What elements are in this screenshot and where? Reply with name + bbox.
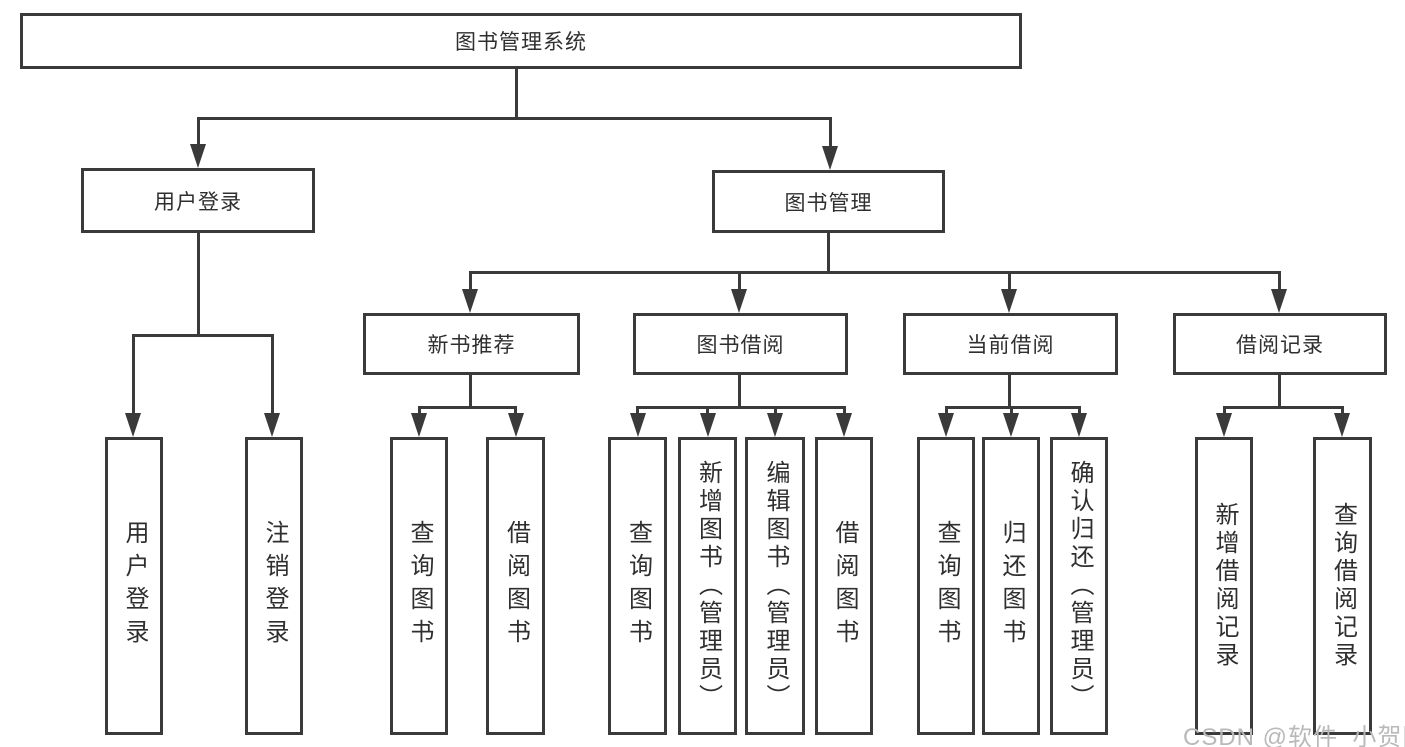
leaf-label: 借阅图书 (831, 520, 858, 652)
leaf-label: 用户登录 (121, 520, 148, 652)
arrow-down-icon (836, 413, 852, 437)
arrow-down-icon (411, 413, 427, 437)
arrow-down-icon (1271, 289, 1287, 313)
arrow-down-icon (264, 413, 280, 437)
node-new-book-recommend: 新书推荐 (363, 313, 580, 375)
arrow-down-icon (767, 413, 783, 437)
connector-leaf-stem (945, 406, 948, 415)
arrow-down-icon (125, 413, 141, 437)
leaf-query-books-borrow: 查询图书 (608, 437, 667, 735)
node-library-management-system: 图书管理系统 (20, 13, 1022, 69)
leaf-borrow-books-recommend: 借阅图书 (486, 437, 545, 735)
connector-leaf-stem (514, 406, 517, 415)
leaf-add-borrow-record: 新增借阅记录 (1195, 437, 1253, 735)
leaf-query-borrow-record: 查询借阅记录 (1313, 437, 1372, 735)
connector-book-mgmt-stem (829, 117, 832, 149)
connector-group-down (1008, 375, 1011, 406)
connector-leaf-stem (706, 406, 709, 415)
connector-leaf-stem (1341, 406, 1344, 415)
node-current-borrow: 当前借阅 (903, 313, 1118, 375)
connector-group-rail (1224, 406, 1343, 409)
node-label: 用户登录 (154, 190, 242, 214)
leaf-user-login: 用户登录 (105, 437, 163, 735)
node-label: 新书推荐 (427, 334, 516, 357)
node-label: 图书管理 (784, 191, 873, 215)
connector-group-down (738, 375, 741, 406)
connector-user-login-down (197, 233, 200, 334)
connector-root-stem (515, 69, 518, 117)
connector-group-down (1278, 375, 1281, 406)
arrow-down-icon (508, 413, 524, 437)
arrow-down-icon (938, 413, 954, 437)
connector-level3-rail (470, 271, 1281, 274)
connector-book-mgmt-down (827, 233, 830, 271)
connector-leaf-stem (132, 334, 135, 414)
arrow-down-icon (1334, 413, 1350, 437)
node-book-borrow: 图书借阅 (633, 313, 848, 375)
node-label: 借阅记录 (1236, 334, 1324, 357)
leaf-label: 编辑图书（管理员） (762, 460, 789, 712)
node-label: 当前借阅 (966, 334, 1055, 357)
leaf-label: 查询图书 (406, 520, 433, 652)
connector-leaf-stem (636, 406, 639, 415)
connector-group-down (469, 375, 472, 406)
connector-user-login-rail (133, 334, 274, 337)
connector-l3-stem (469, 271, 472, 289)
leaf-confirm-return-admin: 确认归还（管理员） (1050, 437, 1108, 735)
connector-leaf-stem (271, 334, 274, 414)
connector-leaf-stem (774, 406, 777, 415)
leaf-logout-login: 注销登录 (245, 437, 303, 735)
node-label: 图书借阅 (696, 334, 785, 357)
arrow-down-icon (700, 413, 716, 437)
leaf-label: 查询图书 (933, 520, 960, 652)
node-label: 图书管理系统 (455, 31, 587, 54)
connector-l3-stem (1278, 271, 1281, 289)
arrow-down-icon (1001, 289, 1017, 313)
connector-l3-stem (738, 271, 741, 289)
leaf-return-books: 归还图书 (982, 437, 1040, 735)
leaf-edit-books-admin: 编辑图书（管理员） (745, 437, 805, 735)
connector-group-rail (419, 406, 516, 409)
connector-leaf-stem (418, 406, 421, 415)
connector-l3-stem (1008, 271, 1011, 289)
arrow-down-icon (1071, 413, 1087, 437)
leaf-label: 查询图书 (624, 520, 652, 652)
connector-user-login-stem (197, 117, 200, 149)
arrow-down-icon (822, 146, 838, 170)
leaf-add-books-admin: 新增图书（管理员） (678, 437, 737, 735)
leaf-label: 查询借阅记录 (1329, 502, 1357, 670)
node-borrow-records: 借阅记录 (1173, 313, 1387, 375)
leaf-label: 注销登录 (261, 520, 288, 652)
leaf-label: 借阅图书 (502, 520, 530, 652)
csdn-watermark: CSDN @软件_小贺同学 (1183, 724, 1405, 747)
connector-group-rail (637, 406, 844, 409)
leaf-label: 新增图书（管理员） (694, 460, 722, 712)
arrow-down-icon (630, 413, 646, 437)
leaf-label: 新增借阅记录 (1211, 502, 1238, 670)
arrow-down-icon (1003, 413, 1019, 437)
connector-level2-rail (198, 117, 832, 120)
connector-leaf-stem (1078, 406, 1081, 415)
arrow-down-icon (731, 289, 747, 313)
leaf-label: 归还图书 (998, 520, 1025, 652)
node-user-login: 用户登录 (81, 168, 315, 233)
connector-leaf-stem (1010, 406, 1013, 415)
arrow-down-icon (190, 144, 206, 168)
connector-leaf-stem (1223, 406, 1226, 415)
leaf-query-books-current: 查询图书 (917, 437, 975, 735)
leaf-query-books-recommend: 查询图书 (390, 437, 448, 735)
leaf-borrow-books: 借阅图书 (815, 437, 873, 735)
arrow-down-icon (1216, 413, 1232, 437)
node-book-management: 图书管理 (712, 170, 945, 233)
connector-leaf-stem (843, 406, 846, 415)
arrow-down-icon (462, 289, 478, 313)
leaf-label: 确认归还（管理员） (1066, 460, 1093, 712)
